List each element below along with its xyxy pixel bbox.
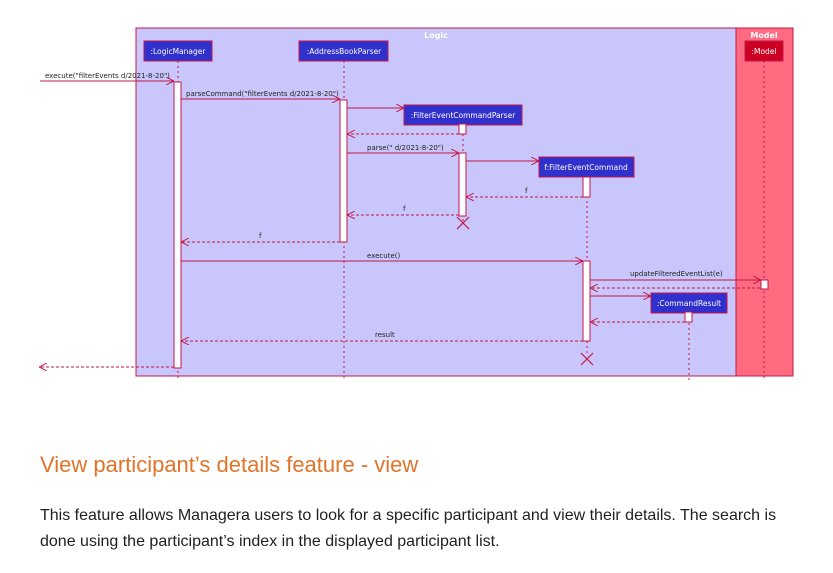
participant-filter-event-command: f:FilterEventCommand <box>538 156 635 178</box>
participant-address-book-parser-label: :AddressBookParser <box>307 47 382 56</box>
participant-command-result-label: :CommandResult <box>657 299 721 308</box>
activation-command-create <box>582 176 591 198</box>
label-parse: parse(" d/2021-8-20") <box>367 144 444 152</box>
participant-filter-event-command-label: f:FilterEventCommand <box>544 163 628 172</box>
activation-command-result <box>684 311 693 323</box>
activation-model <box>760 279 769 290</box>
participant-command-result: :CommandResult <box>650 292 728 314</box>
destroy-parser-icon <box>456 216 470 230</box>
label-return-f-2: f <box>403 205 406 213</box>
participant-address-book-parser: :AddressBookParser <box>298 40 389 62</box>
participant-logic-manager: :LogicManager <box>143 40 213 62</box>
activation-parser-parse <box>458 152 467 217</box>
participant-filter-event-command-parser-label: :FilterEventCommandParser <box>411 111 517 120</box>
participant-model: :Model <box>744 40 784 62</box>
participant-model-label: :Model <box>751 47 776 56</box>
participant-logic-manager-label: :LogicManager <box>150 47 206 56</box>
activation-address-book-parser <box>339 99 348 243</box>
section-heading: View participant’s details feature - vie… <box>40 452 419 477</box>
label-parse-command: parseCommand("filterEvents d/2021-8-20") <box>186 90 339 98</box>
destroy-command-icon <box>580 352 594 366</box>
label-result: result <box>375 331 395 339</box>
label-execute-call: execute("filterEvents d/2021-8-20") <box>45 72 170 80</box>
label-return-f-3: f <box>259 232 262 240</box>
logic-frame-label: Logic <box>424 31 448 40</box>
label-update-filtered: updateFilteredEventList(e) <box>630 270 723 278</box>
model-frame-label: Model <box>750 31 778 40</box>
section-paragraph: This feature allows Managera users to lo… <box>40 507 777 550</box>
logic-frame <box>135 27 737 377</box>
activation-command-execute <box>582 260 591 342</box>
participant-filter-event-command-parser: :FilterEventCommandParser <box>403 104 523 126</box>
activation-parser-create <box>458 123 467 135</box>
label-return-f-1: f <box>525 187 528 195</box>
label-execute: execute() <box>367 252 400 260</box>
activation-logic-manager <box>173 81 182 369</box>
sequence-diagram: Logic Model :LogicManager :AddressBookPa… <box>0 27 794 380</box>
